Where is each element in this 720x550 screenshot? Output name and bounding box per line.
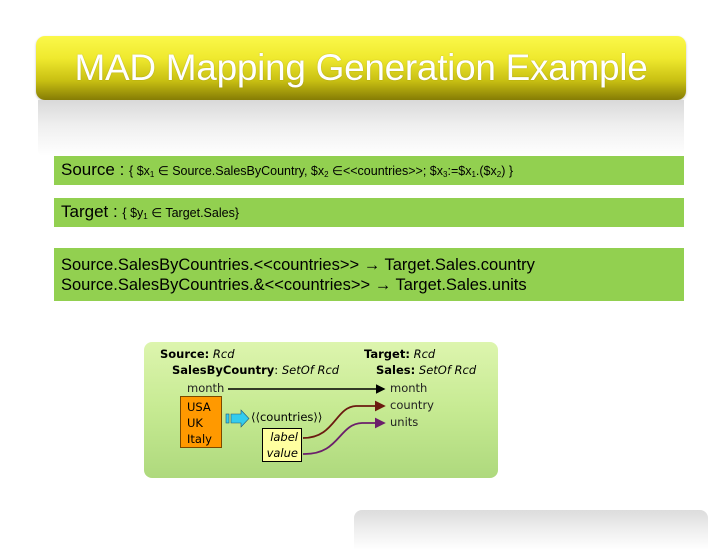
arrow-right-icon: → — [374, 276, 392, 294]
arrow-right-icon: → — [363, 256, 381, 274]
label-value-box: label value — [262, 428, 302, 462]
label-country-arrow — [302, 400, 386, 439]
slide-title: MAD Mapping Generation Example — [74, 47, 648, 88]
value-units-arrow — [302, 417, 386, 455]
country-item: USA — [187, 400, 211, 414]
figure-target-set: Sales: SetOf Rcd — [376, 363, 477, 377]
figure-source-header: Source: Rcd — [160, 347, 235, 361]
figure-target-field-month: month — [390, 381, 428, 395]
country-item: UK — [187, 416, 203, 430]
source-expression: { $x1 ∈ Source.SalesByCountry, $x2 ∈<<co… — [129, 164, 514, 179]
country-item: Italy — [187, 432, 212, 446]
source-lead: Source : — [61, 160, 130, 179]
title-bar: MAD Mapping Generation Example — [36, 36, 686, 100]
label-field: label — [270, 430, 298, 444]
mapping-rule: Source.SalesByCountries.<<countries>> → … — [61, 256, 535, 274]
target-expression: { $y1 ∈ Target.Sales} — [122, 206, 240, 221]
figure-target-field-units: units — [390, 415, 419, 429]
source-definition-box: Source : { $x1 ∈ Source.SalesByCountry, … — [54, 156, 684, 185]
title-reflection — [38, 100, 684, 156]
figure-target-field-country: country — [390, 398, 434, 412]
mapping-rules-box: Source.SalesByCountries.<<countries>> → … — [54, 248, 684, 301]
value-field: value — [266, 446, 298, 460]
figure-source-field-month: month — [187, 381, 225, 395]
cyan-arrow-icon — [225, 409, 250, 428]
source-countries-box: USA UK Italy — [180, 396, 222, 448]
target-lead: Target : — [61, 202, 123, 221]
bottom-decorative-bar — [354, 510, 708, 550]
countries-label: ⟨⟨countries⟩⟩ — [251, 410, 323, 424]
target-definition-box: Target : { $y1 ∈ Target.Sales} — [54, 198, 684, 227]
figure-target-header: Target: Rcd — [364, 347, 436, 361]
figure-source-set: SalesByCountry: SetOf Rcd — [172, 363, 340, 377]
mapping-rule: Source.SalesByCountries.&<<countries>> →… — [61, 276, 527, 294]
